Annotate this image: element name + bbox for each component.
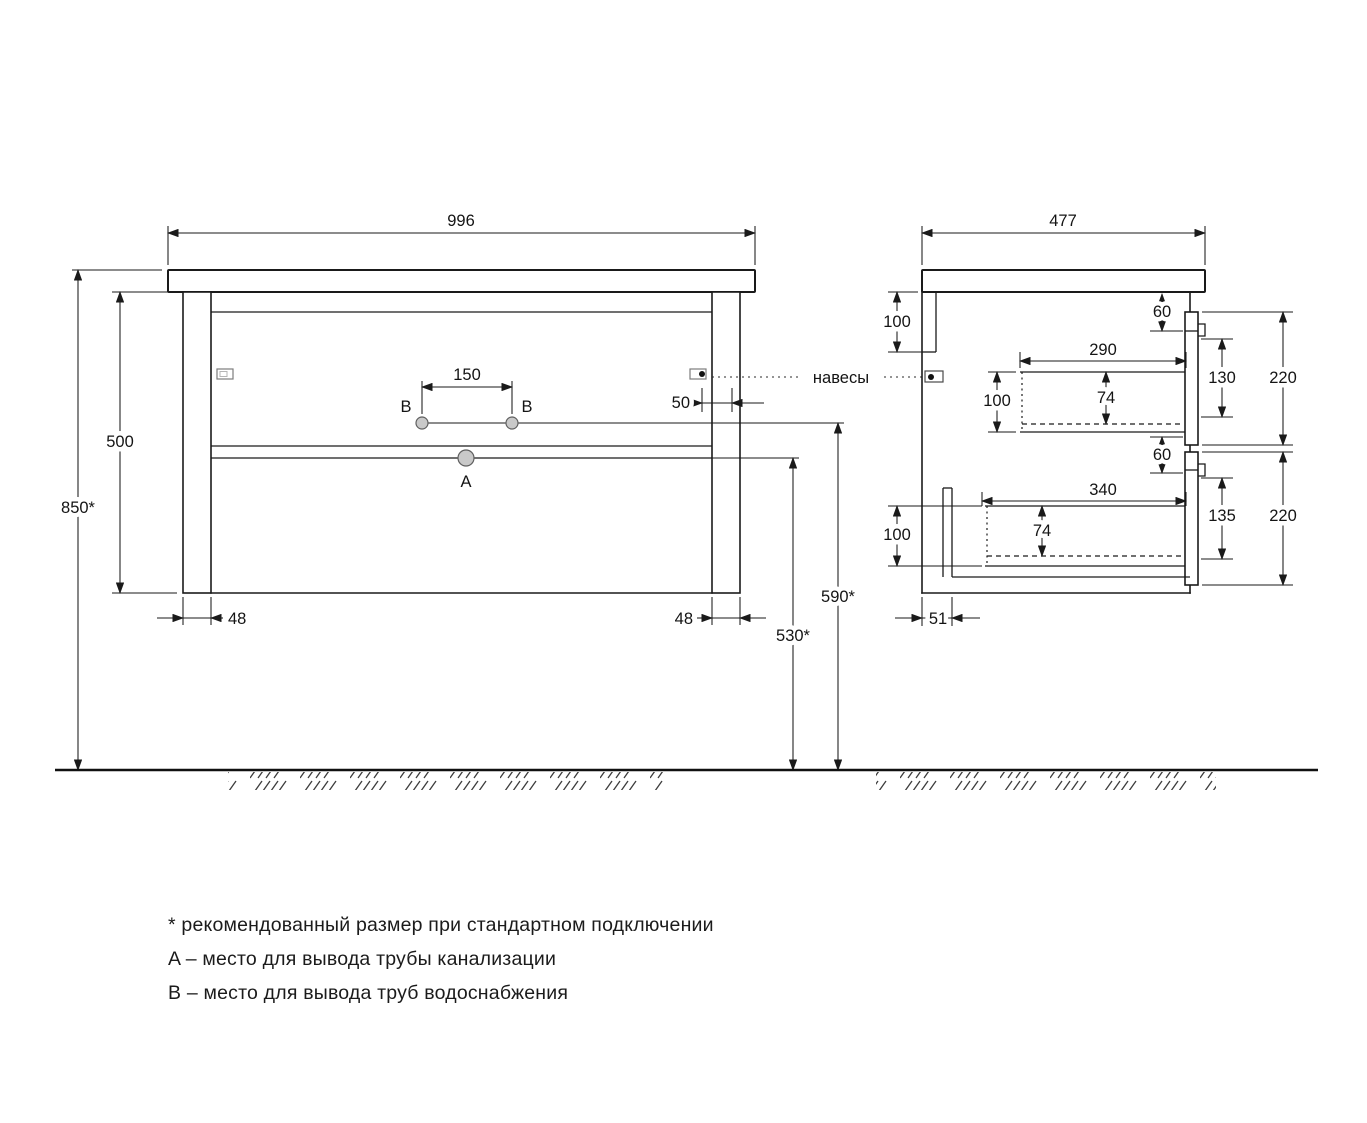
dim-water-height-590: 590* xyxy=(422,421,860,772)
side-drawer2-box xyxy=(985,505,1185,567)
dim-drawer2-front-220-label: 220 xyxy=(1269,507,1297,525)
dim-right-panel-48: 48 xyxy=(670,597,766,633)
dim-depth-477: 477 xyxy=(920,208,1207,265)
dim-total-height-850: 850* xyxy=(57,268,162,772)
ground-hatch-left xyxy=(228,772,663,790)
dim-mid-hanger-60: 60 xyxy=(1148,435,1183,475)
side-hanger xyxy=(924,370,944,383)
dim-drawer1-offset-130: 130 xyxy=(1201,337,1240,419)
dim-right-panel-48-label: 48 xyxy=(675,610,693,628)
dim-drawer1-front-220: 220 xyxy=(1202,310,1301,447)
dim-drawer1-height-100: 100 xyxy=(979,370,1016,434)
dim-back-gap-51-label: 51 xyxy=(929,610,947,628)
dim-drain-height-530: 530* xyxy=(474,456,815,772)
dim-drawer2-height-100: 100 xyxy=(879,504,982,568)
dim-water-height-590-label: 590* xyxy=(821,588,856,606)
dim-back-rail-100: 100 xyxy=(879,290,934,354)
dim-width-996: 996 xyxy=(166,208,757,265)
side-drawer2-handle-notch xyxy=(1198,463,1206,477)
dim-drawer2-side-74: 74 xyxy=(1028,504,1056,558)
dim-cabinet-height-500-label: 500 xyxy=(106,433,134,451)
front-left-side-panel xyxy=(182,291,212,594)
dim-drawer1-offset-130-label: 130 xyxy=(1208,369,1236,387)
dim-drawer1-depth-290: 290 xyxy=(1018,337,1188,368)
dim-drawer2-depth-340: 340 xyxy=(980,477,1188,506)
dim-drain-height-530-label: 530* xyxy=(776,627,811,645)
water-outlet-left xyxy=(415,416,429,430)
side-drawer1-handle-notch xyxy=(1198,323,1206,337)
dim-drawer2-offset-135-label: 135 xyxy=(1208,507,1236,525)
side-view xyxy=(921,269,1206,594)
front-view xyxy=(167,269,756,594)
legend: * рекомендованный размер при стандартном… xyxy=(168,914,714,1004)
dim-top-hanger-60: 60 xyxy=(1148,292,1183,333)
dim-drawer1-height-100-label: 100 xyxy=(983,392,1011,410)
side-drawer1-front xyxy=(1184,311,1199,446)
dim-cabinet-height-500: 500 xyxy=(102,290,177,595)
dim-faucet-spacing-150-label: 150 xyxy=(453,366,481,384)
legend-note-a: A – место для вывода трубы канализации xyxy=(168,948,556,970)
front-right-side-panel xyxy=(711,291,741,594)
front-hanger-right xyxy=(689,368,707,380)
dim-width-996-label: 996 xyxy=(447,212,475,230)
dim-top-hanger-60-label: 60 xyxy=(1153,303,1171,321)
ground-hatch-right xyxy=(876,772,1216,790)
point-b-left-label: B xyxy=(400,398,411,416)
dim-faucet-spacing-150: 150 xyxy=(420,362,514,414)
legend-note-asterisk: * рекомендованный размер при стандартном… xyxy=(168,914,714,936)
drain-outlet xyxy=(457,449,475,467)
dim-drawer2-side-74-label: 74 xyxy=(1033,522,1051,540)
side-drawer2-front xyxy=(1184,451,1199,586)
dim-drawer1-depth-290-label: 290 xyxy=(1089,341,1117,359)
dim-depth-477-label: 477 xyxy=(1049,212,1077,230)
point-a-label: A xyxy=(460,473,471,491)
point-b-right-label: B xyxy=(521,398,532,416)
side-countertop xyxy=(921,269,1206,293)
hangers-callout: навесы xyxy=(712,365,924,391)
front-countertop xyxy=(167,269,756,293)
dim-back-rail-100-label: 100 xyxy=(883,313,911,331)
dim-drawer2-depth-340-label: 340 xyxy=(1089,481,1117,499)
water-outlet-right xyxy=(505,416,519,430)
dim-drawer1-side-74: 74 xyxy=(1092,370,1120,426)
dim-total-height-850-label: 850* xyxy=(61,499,96,517)
outlet-points: B B A xyxy=(397,395,536,495)
dim-mid-hanger-60-label: 60 xyxy=(1153,446,1171,464)
hangers-callout-label: навесы xyxy=(813,369,869,387)
dim-left-panel-48-label: 48 xyxy=(228,610,246,628)
dim-drawer1-front-220-label: 220 xyxy=(1269,369,1297,387)
front-hanger-left xyxy=(216,368,234,380)
dim-drawer2-offset-135: 135 xyxy=(1201,476,1240,561)
side-back-bottom-rail xyxy=(942,487,953,577)
dim-drawer1-side-74-label: 74 xyxy=(1097,389,1115,407)
legend-note-b: B – место для вывода труб водоснабжения xyxy=(168,982,568,1004)
dim-left-panel-48: 48 xyxy=(157,597,251,633)
ground xyxy=(55,768,1318,790)
dim-drawer2-height-100-label: 100 xyxy=(883,526,911,544)
dim-hanger-offset-50-label: 50 xyxy=(672,394,690,412)
dim-back-gap-51: 51 xyxy=(895,597,980,633)
